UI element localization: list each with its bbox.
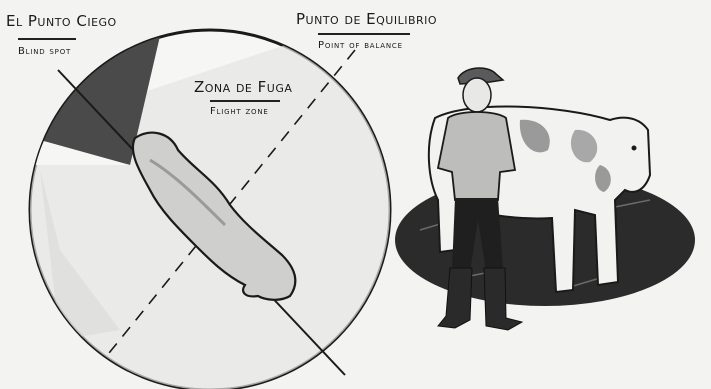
point-of-balance-rule [318, 33, 410, 35]
blind-spot-label: El Punto Ciego [6, 12, 117, 30]
cow-top-view [131, 131, 297, 301]
blind-spot-caption: Blind spot [18, 46, 72, 57]
flight-zone-caption: Flight zone [210, 106, 269, 117]
point-of-balance-label: Punto de Equilibrio [296, 10, 438, 28]
flight-zone-label: Zona de Fuga [194, 78, 293, 96]
point-of-balance-caption: Point of balance [318, 40, 403, 51]
flight-zone-rule [210, 100, 280, 102]
farmer [436, 67, 524, 331]
blind-spot-rule [18, 38, 76, 40]
